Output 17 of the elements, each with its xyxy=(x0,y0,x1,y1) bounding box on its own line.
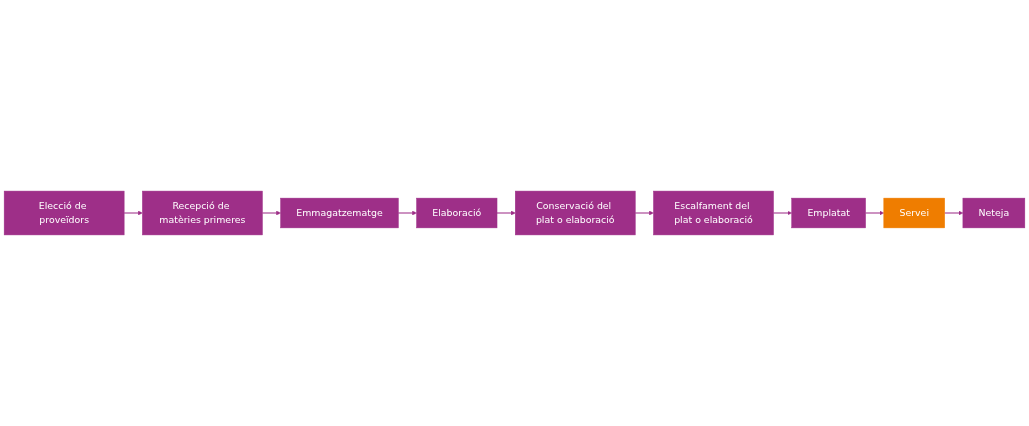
arrow xyxy=(261,210,281,216)
node-box: Servei xyxy=(883,197,945,229)
node-box: Escalfament del plat o elaboració xyxy=(653,190,774,236)
node-box: Recepció de matèries primeres xyxy=(142,190,263,236)
arrow xyxy=(865,210,884,216)
node-box: Elaboració xyxy=(416,197,498,229)
arrow xyxy=(634,210,654,216)
node-box: Neteja xyxy=(962,197,1026,229)
arrow xyxy=(944,210,964,216)
node-box: Emplatat xyxy=(791,197,866,229)
node-box: Elecció de proveïdors xyxy=(3,190,125,236)
node-box: Emmagatzematge xyxy=(280,197,399,229)
arrow xyxy=(772,210,792,216)
arrow xyxy=(397,210,417,216)
node-box: Conservació del plat o elaboració xyxy=(515,190,636,236)
arrow xyxy=(123,210,143,216)
arrow xyxy=(496,210,516,216)
